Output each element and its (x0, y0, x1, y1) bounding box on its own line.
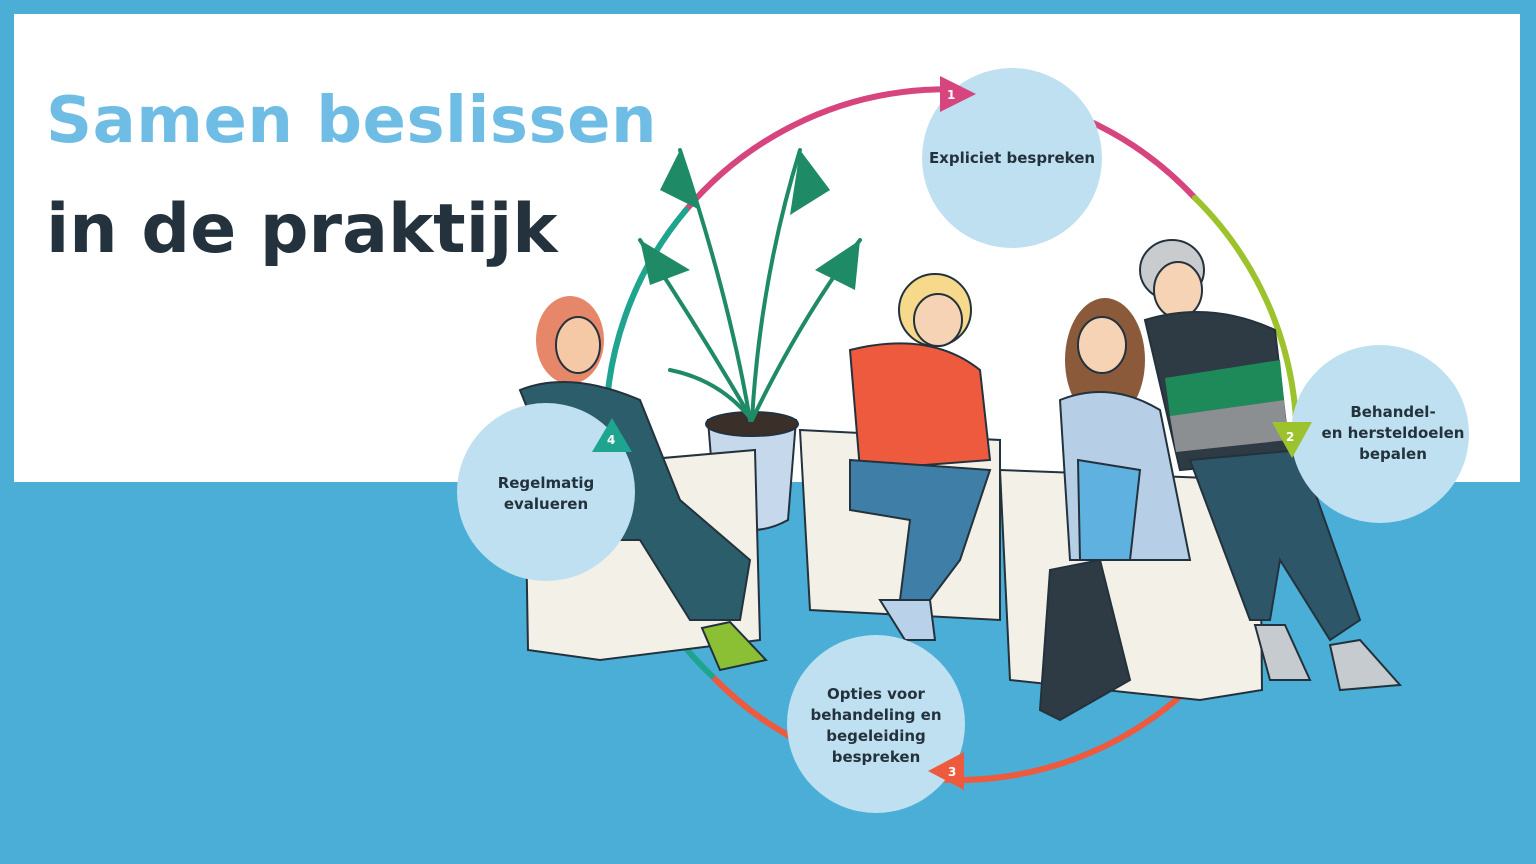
bubble-step-2 (1291, 345, 1469, 523)
step-number-3: 3 (948, 765, 956, 779)
title-line-2: in de praktijk (46, 190, 558, 269)
step-label-3: Opties voor behandeling en begeleiding b… (810, 685, 942, 766)
step-label-2: Behandel- en hersteldoelen bepalen (1321, 403, 1465, 463)
step-number-4: 4 (607, 433, 615, 447)
bubble-step-3 (787, 635, 965, 813)
person-middle (848, 273, 992, 641)
person-right-young (1038, 298, 1192, 722)
step-marker-1: 1 (940, 76, 976, 112)
title-line-1: Samen beslissen (46, 84, 658, 158)
step-number-1: 1 (947, 88, 955, 102)
step-label-4: Regelmatig evalueren (497, 474, 595, 513)
step-number-2: 2 (1286, 430, 1294, 444)
step-label-1: Expliciet bespreken (928, 149, 1096, 167)
bubble-step-1 (922, 68, 1102, 248)
arc-step-1 (683, 86, 1198, 213)
bubble-step-4 (457, 403, 635, 581)
step-marker-4: 4 (592, 418, 632, 452)
person-right-older (1139, 239, 1403, 692)
step-marker-3: 3 (928, 752, 964, 790)
step-marker-2: 2 (1272, 422, 1312, 458)
